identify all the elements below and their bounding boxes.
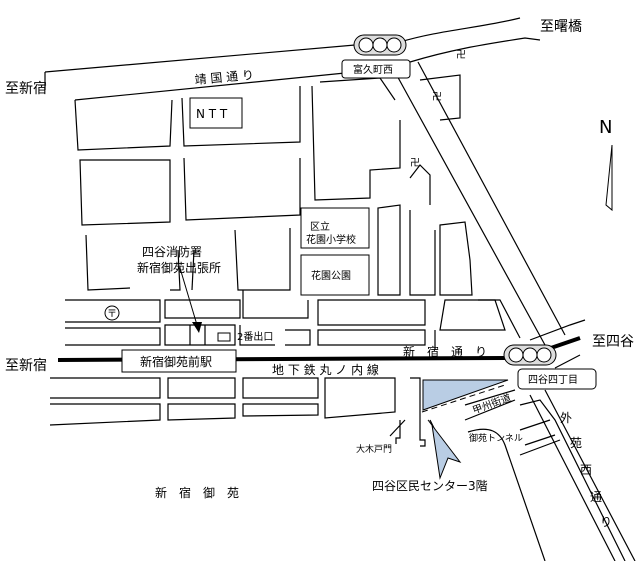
road-to-akebonobashi-lower xyxy=(409,37,541,63)
gaien-nishi-dori-label: 外 苑 西 通 り xyxy=(560,411,612,529)
ntt-label: N T T xyxy=(196,107,228,121)
station-box xyxy=(121,349,237,373)
yotsuya-4chome-label: 四谷四丁目 xyxy=(528,374,578,386)
road-to-akebonobashi xyxy=(399,17,521,43)
gyoen-tunnel-label: 御苑トンネル xyxy=(469,432,523,444)
fire-station-marker xyxy=(192,322,202,333)
temple-icon: 卍 xyxy=(410,157,420,169)
yotsuya-4chome-box xyxy=(517,368,597,390)
koshu-kaido-label: 甲州街道 xyxy=(471,391,513,417)
hanazono-park xyxy=(300,254,370,296)
north-arrow-icon xyxy=(605,144,613,212)
tomihisacho-nishi-label: 富久町西 xyxy=(353,63,393,76)
to-shinjuku-bottom-label: 至新宿 xyxy=(5,357,47,374)
hanazono-school xyxy=(300,207,370,249)
shinjuku-dori-label: 新 宿 通 り xyxy=(403,344,487,359)
svg-text:苑: 苑 xyxy=(570,436,582,450)
shinjuku-gyoen-label: 新 宿 御 苑 xyxy=(155,485,239,500)
diagonal-road-west xyxy=(394,71,546,346)
yasukuni-road xyxy=(44,44,356,101)
school-label-2: 花園小学校 xyxy=(306,233,356,246)
tomihisacho-nishi-box xyxy=(341,59,411,79)
exit2-label: 2番出口 xyxy=(237,330,273,343)
park-label: 花園公園 xyxy=(311,269,351,282)
svg-text:西: 西 xyxy=(580,463,592,477)
okido-gate-label: 大木戸門 xyxy=(356,443,392,455)
to-akebonobashi-label: 至曙橋 xyxy=(540,19,582,35)
exit2-marker xyxy=(217,332,231,342)
yasukuni-dori-label: 靖 国 通 り xyxy=(194,68,254,87)
ntt-building xyxy=(189,97,243,129)
traffic-light-icon xyxy=(503,344,557,366)
fire-station-label-2: 新宿御苑出張所 xyxy=(137,260,221,275)
traffic-light-icon xyxy=(353,34,407,56)
station-label: 新宿御苑前駅 xyxy=(140,354,212,369)
svg-text:外: 外 xyxy=(560,411,572,425)
temple-icon: 卍 xyxy=(456,49,466,61)
fire-station-pointer xyxy=(179,267,198,326)
to-yotsuya-label: 至四谷 xyxy=(592,334,634,350)
temple-icon: 卍 xyxy=(432,91,442,103)
city-blocks xyxy=(44,72,636,561)
destination-arrow-icon xyxy=(427,419,462,480)
svg-text:〒: 〒 xyxy=(107,309,117,320)
to-shinjuku-top-label: 至新宿 xyxy=(5,80,47,97)
fire-station-label-1: 四谷消防署 xyxy=(142,244,202,259)
koshu-kaido-dashed xyxy=(421,384,506,413)
north-label: N xyxy=(599,117,612,138)
post-office-icon: 〒 xyxy=(104,305,120,321)
svg-text:り: り xyxy=(600,515,612,529)
school-label-1: 区立 xyxy=(310,220,330,233)
svg-text:通: 通 xyxy=(590,490,602,504)
diagonal-road-east xyxy=(417,61,566,336)
marunouchi-line-label: 地 下 鉄 丸 ノ 内 線 xyxy=(272,362,379,377)
destination-label: 四谷区民センター3階 xyxy=(372,478,488,493)
destination-building xyxy=(422,379,509,411)
